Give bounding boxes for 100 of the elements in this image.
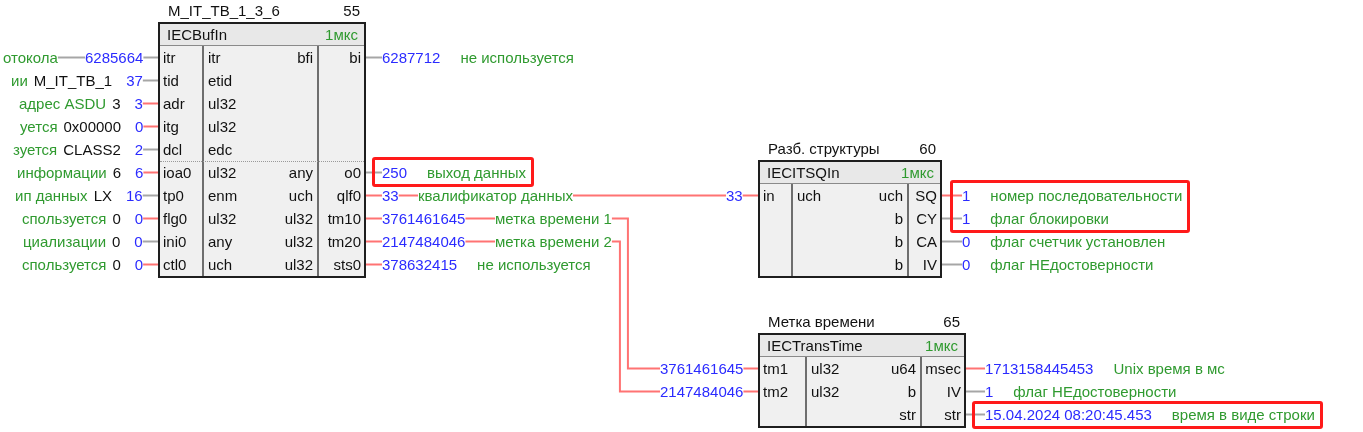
- cycle-time: 1мкс: [901, 163, 934, 183]
- signal-comment: ии: [11, 71, 28, 90]
- data-type: b: [894, 255, 903, 275]
- data-type: ul32: [208, 94, 237, 114]
- signal-value: 3761461645: [382, 209, 466, 228]
- display-value: 0x00000: [63, 117, 122, 136]
- signal-value: 6285664: [85, 48, 144, 67]
- data-type: bfi: [297, 48, 313, 68]
- signal-comment: время в виде строки: [1171, 405, 1315, 424]
- pin-name: itr: [163, 48, 176, 68]
- data-type: ul32: [284, 209, 313, 229]
- data-type: b: [894, 209, 903, 229]
- wire: [610, 240, 661, 393]
- wire: [397, 194, 419, 197]
- wire: [965, 367, 986, 370]
- signal-comment: квалификатор данных: [418, 186, 573, 205]
- signal-value: 1713158445453: [985, 359, 1094, 378]
- signal-comment: метка времени 2: [495, 232, 612, 251]
- signal-comment: ип данных: [15, 186, 88, 205]
- signal-value: 0: [134, 232, 143, 251]
- pin-name: o0: [344, 163, 361, 183]
- wire: [365, 217, 383, 220]
- signal-value: 15.04.2024 08:20:45.453: [985, 405, 1152, 424]
- signal-comment: номер последовательности: [990, 186, 1183, 205]
- data-type: ul32: [208, 163, 237, 183]
- signal-value: 1: [962, 186, 971, 205]
- data-type: ul32: [284, 255, 313, 275]
- wire: [142, 263, 159, 266]
- cycle-time: 1мкс: [925, 336, 958, 356]
- display-value: CLASS2: [63, 140, 121, 159]
- wire: [365, 56, 383, 59]
- signal-comment: не используется: [460, 48, 574, 67]
- pin-name: msec: [925, 359, 961, 379]
- wire: [142, 148, 159, 151]
- wire: [965, 413, 986, 416]
- pin-name: adr: [163, 94, 185, 114]
- data-type: any: [208, 232, 233, 252]
- wire: [141, 79, 159, 82]
- block-number: 55: [343, 1, 360, 21]
- signal-value: 37: [126, 71, 143, 90]
- wire: [941, 194, 963, 197]
- wire: [610, 217, 661, 370]
- display-value: 0: [112, 232, 121, 251]
- wire: [464, 240, 496, 243]
- wire: [941, 240, 963, 243]
- signal-value: 2: [134, 140, 144, 159]
- signal-value: 0: [962, 255, 971, 274]
- data-type: itr: [208, 48, 221, 68]
- pin-name: ini0: [163, 232, 187, 252]
- pin-name: sts0: [333, 255, 361, 275]
- pin-name: IV: [922, 255, 937, 275]
- block-name: Разб. структуры: [768, 139, 880, 159]
- signal-value: 0: [962, 232, 971, 251]
- wire: [741, 194, 759, 197]
- pin-name: dcl: [163, 140, 183, 160]
- data-type: ul32: [208, 209, 237, 229]
- signal-value: 2147484046: [660, 382, 744, 401]
- data-type: etid: [208, 71, 233, 91]
- signal-comment: уется: [20, 117, 58, 136]
- data-type: enm: [208, 186, 238, 206]
- data-type: uch: [797, 186, 822, 206]
- signal-comment: спользуется: [22, 255, 107, 274]
- data-type: ul32: [208, 117, 237, 137]
- signal-comment: флаг НЕдостоверности: [1013, 382, 1177, 401]
- data-type: b: [907, 382, 916, 402]
- highlight-frame: [950, 180, 1190, 233]
- block-number: 65: [943, 312, 960, 332]
- display-value: 0: [112, 255, 121, 274]
- signal-value: 3761461645: [660, 359, 744, 378]
- pin-name: itg: [163, 117, 179, 137]
- display-value: M_IT_TB_1: [33, 71, 113, 90]
- wire: [571, 194, 727, 197]
- wire: [142, 171, 159, 174]
- data-type: uch: [288, 186, 313, 206]
- signal-value: 33: [726, 186, 743, 205]
- wire: [142, 56, 159, 59]
- wire: [365, 263, 383, 266]
- highlight-frame: [972, 401, 1323, 429]
- data-type: ul32: [811, 359, 840, 379]
- signal-comment: метка времени 1: [495, 209, 612, 228]
- wire: [742, 367, 759, 370]
- cycle-time: 1мкс: [325, 25, 358, 45]
- signal-value: 6287712: [382, 48, 441, 67]
- pin-name: tm10: [327, 209, 361, 229]
- signal-value: 0: [135, 117, 144, 136]
- signal-value: 1: [962, 209, 971, 228]
- display-value: 6: [112, 163, 122, 182]
- data-type: uch: [208, 255, 233, 275]
- signal-comment: зуется: [13, 140, 58, 159]
- pin-name: tm2: [763, 382, 788, 402]
- block-name: Метка времени: [768, 312, 875, 332]
- pin-name: flg0: [163, 209, 188, 229]
- data-type: edc: [208, 140, 233, 160]
- signal-value: 1: [985, 382, 994, 401]
- block-type: IECITSQIn: [767, 163, 840, 183]
- pin-name: str: [944, 405, 961, 425]
- signal-value: 2147484046: [382, 232, 466, 251]
- data-type: str: [899, 405, 916, 425]
- display-value: 0: [112, 209, 121, 228]
- data-type: u64: [890, 359, 916, 379]
